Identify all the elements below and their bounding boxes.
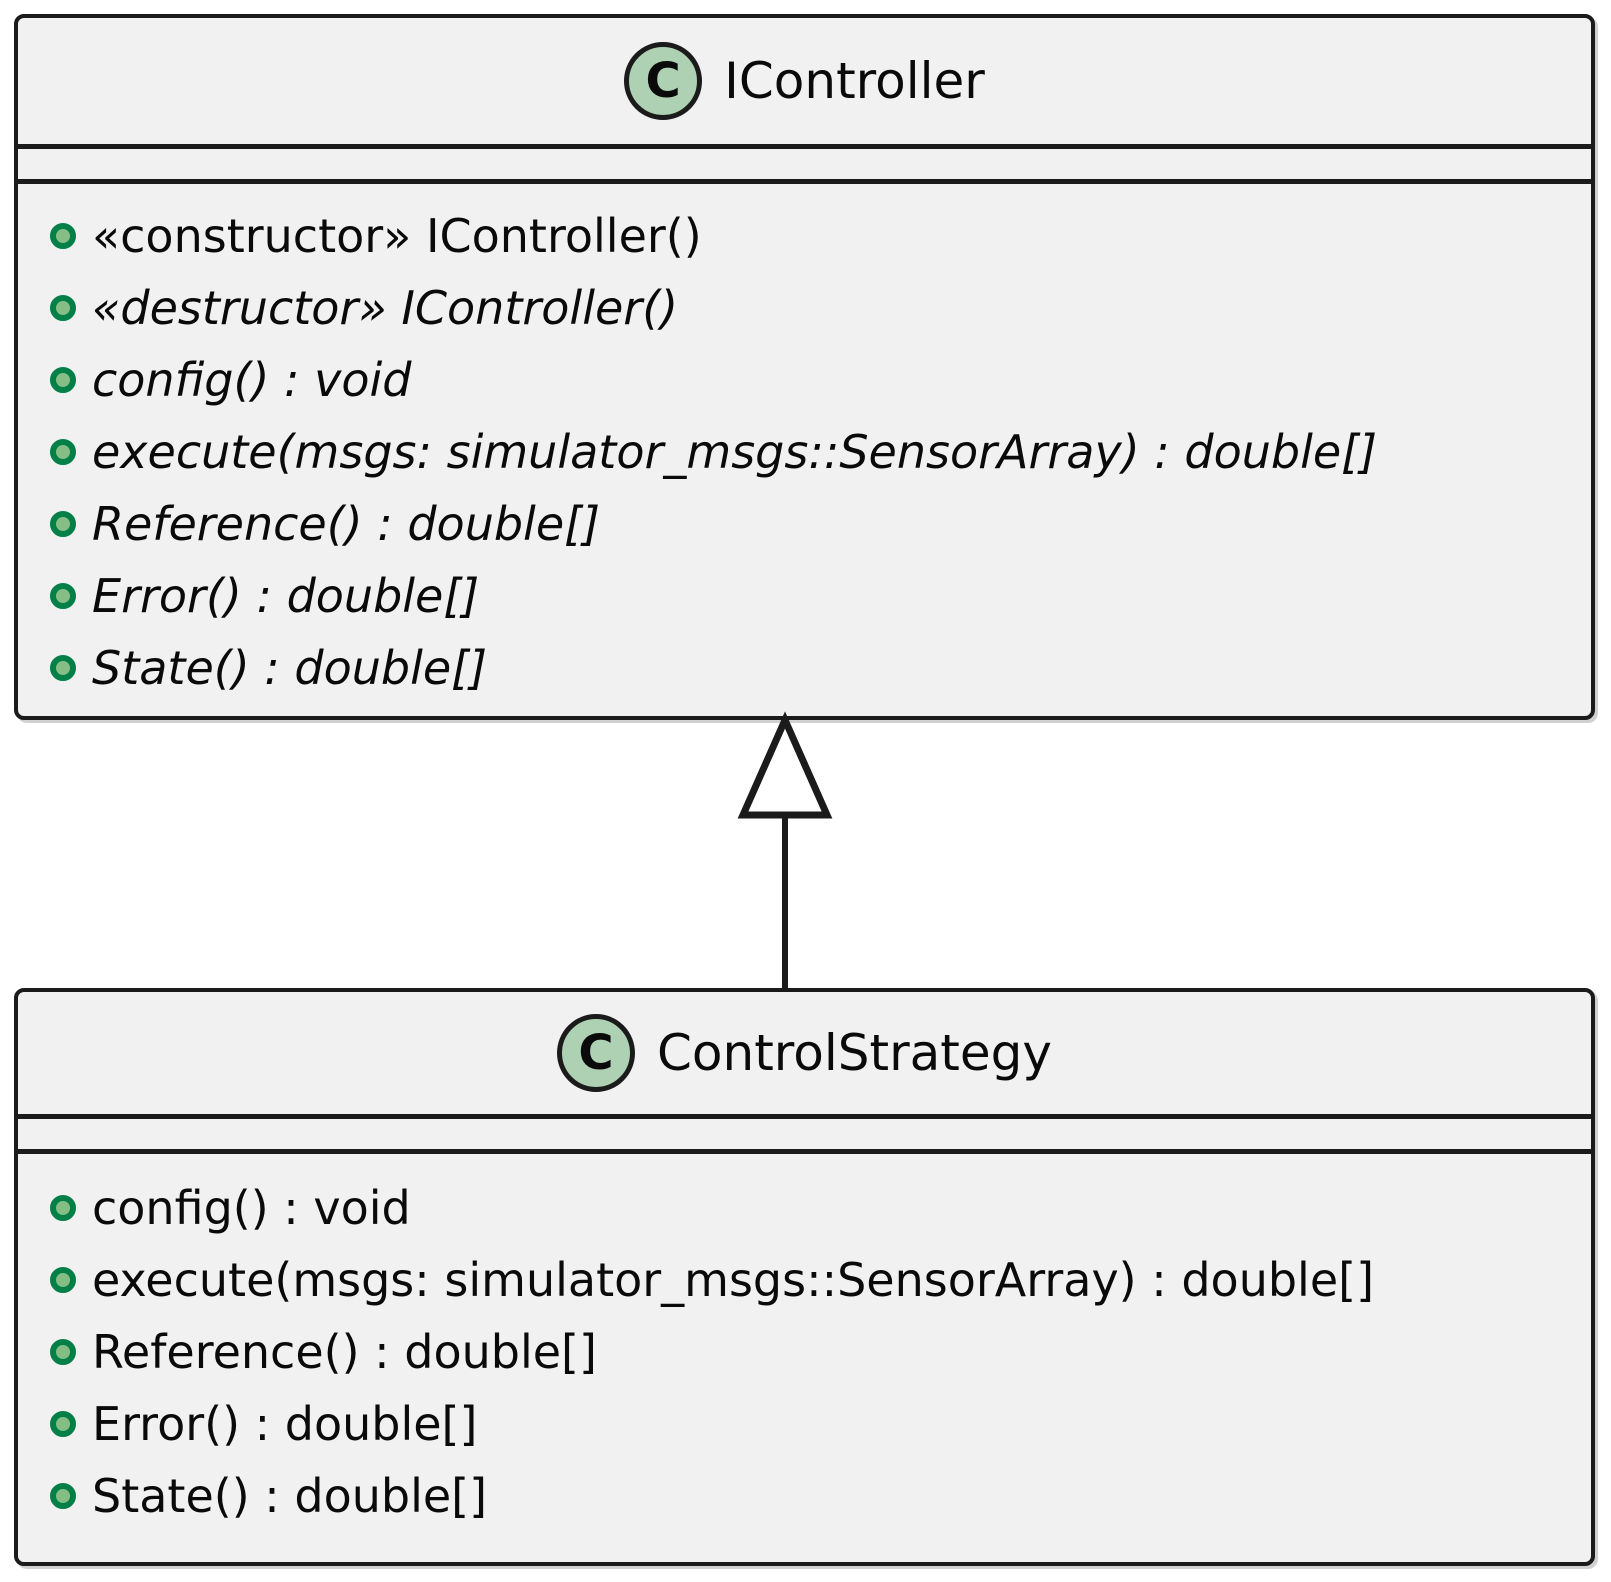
attributes-compartment-controlstrategy (18, 1119, 1591, 1149)
class-stereotype-icon: C (624, 42, 703, 120)
methods-compartment-icontroller: «constructor» IController() «destructor»… (18, 184, 1591, 704)
visibility-public-icon (50, 1483, 76, 1509)
method-label: «constructor» IController() (92, 209, 702, 263)
method-label: config() : void (92, 1181, 411, 1235)
method-row[interactable]: «destructor» IController() (18, 272, 1591, 344)
methods-compartment-controlstrategy: config() : void execute(msgs: simulator_… (18, 1154, 1591, 1532)
method-label: Reference() : double[] (92, 497, 601, 551)
class-header-icontroller: C IController (18, 18, 1591, 144)
method-label: Error() : double[] (92, 569, 480, 623)
class-box-controlstrategy[interactable]: C ControlStrategy config() : void execut… (14, 988, 1595, 1566)
visibility-public-icon (50, 655, 76, 681)
method-row[interactable]: config() : void (18, 1172, 1591, 1244)
method-label: execute(msgs: simulator_msgs::SensorArra… (92, 1253, 1375, 1307)
class-name-label: ControlStrategy (657, 1024, 1052, 1082)
visibility-public-icon (50, 1267, 76, 1293)
compartment-separator-methods-top (18, 179, 1591, 184)
class-header-controlstrategy: C ControlStrategy (18, 992, 1591, 1114)
method-row[interactable]: Reference() : double[] (18, 1316, 1591, 1388)
method-row[interactable]: Error() : double[] (18, 1388, 1591, 1460)
class-name-label: IController (724, 52, 985, 110)
visibility-public-icon (50, 439, 76, 465)
generalization-arrowhead-icon (737, 711, 833, 819)
attributes-compartment-icontroller (18, 149, 1591, 179)
visibility-public-icon (50, 583, 76, 609)
method-label: execute(msgs: simulator_msgs::SensorArra… (92, 425, 1378, 479)
method-row[interactable]: Reference() : double[] (18, 488, 1591, 560)
method-row[interactable]: execute(msgs: simulator_msgs::SensorArra… (18, 1244, 1591, 1316)
class-stereotype-icon: C (557, 1014, 635, 1092)
method-row[interactable]: Error() : double[] (18, 560, 1591, 632)
method-label: State() : double[] (92, 641, 488, 695)
compartment-separator-attributes-top (18, 144, 1591, 149)
visibility-public-icon (50, 295, 76, 321)
compartment-separator-attributes-top (18, 1114, 1591, 1119)
compartment-separator-methods-top (18, 1149, 1591, 1154)
method-label: Error() : double[] (92, 1397, 478, 1451)
visibility-public-icon (50, 223, 76, 249)
method-row[interactable]: State() : double[] (18, 1460, 1591, 1532)
method-label: «destructor» IController() (92, 281, 679, 335)
visibility-public-icon (50, 367, 76, 393)
method-row[interactable]: execute(msgs: simulator_msgs::SensorArra… (18, 416, 1591, 488)
method-label: State() : double[] (92, 1469, 488, 1523)
method-row[interactable]: config() : void (18, 344, 1591, 416)
visibility-public-icon (50, 1411, 76, 1437)
visibility-public-icon (50, 1339, 76, 1365)
method-row[interactable]: State() : double[] (18, 632, 1591, 704)
class-box-icontroller[interactable]: C IController «constructor» IController(… (14, 14, 1595, 720)
method-row[interactable]: «constructor» IController() (18, 200, 1591, 272)
method-label: Reference() : double[] (92, 1325, 597, 1379)
visibility-public-icon (50, 1195, 76, 1221)
method-label: config() : void (92, 353, 412, 407)
visibility-public-icon (50, 511, 76, 537)
